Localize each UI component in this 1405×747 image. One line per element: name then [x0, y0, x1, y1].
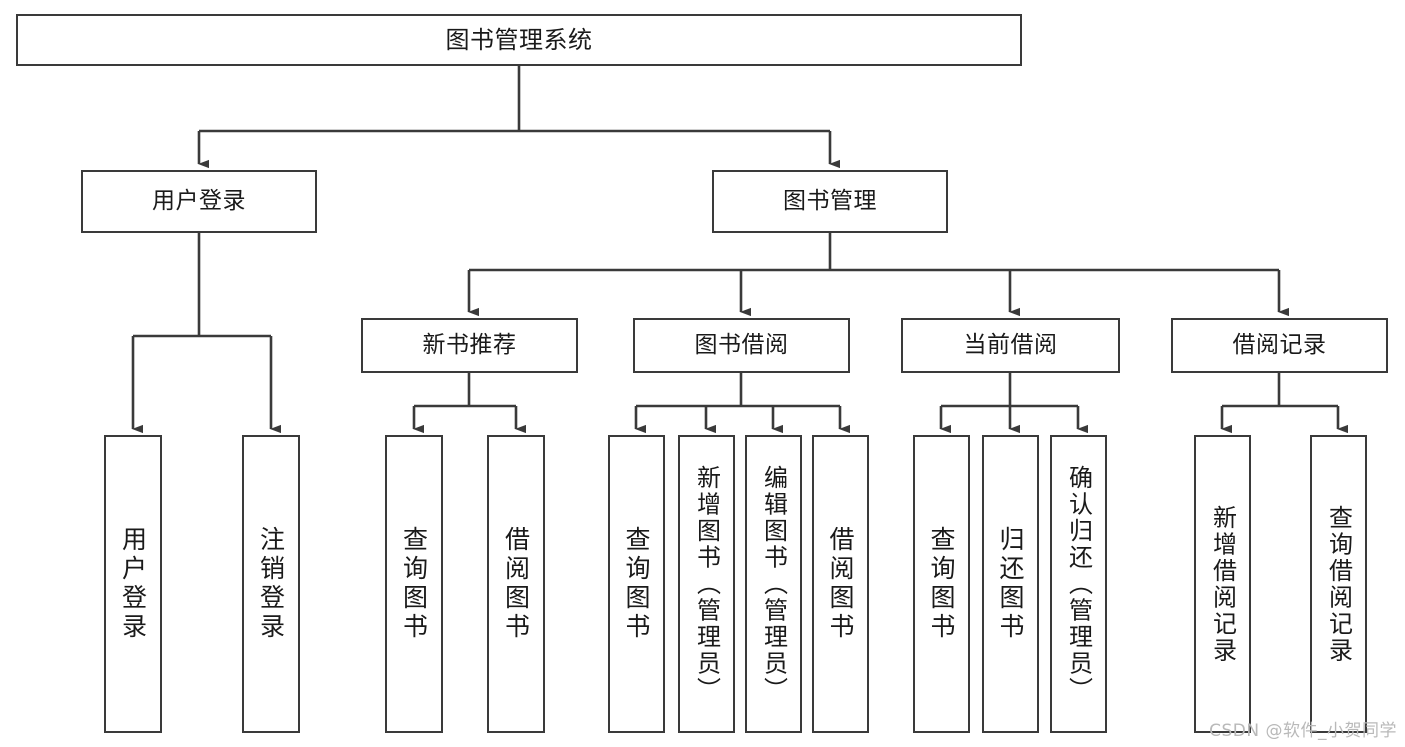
- node-leaf-return-book-label: 归还图书: [996, 526, 1025, 642]
- node-leaf-borrow-book-1-label: 借阅图书: [501, 526, 531, 642]
- node-leaf-confirm-return-label: 确认归还（管理员）: [1064, 464, 1093, 704]
- csdn-watermark: CSDN @软件_小贺同学: [1209, 721, 1397, 741]
- node-leaf-borrow-book-1[interactable]: 借阅图书: [487, 435, 545, 733]
- node-leaf-query-book-1[interactable]: 查询图书: [385, 435, 443, 733]
- node-leaf-borrow-book-2-label: 借阅图书: [826, 526, 855, 642]
- node-leaf-user-login[interactable]: 用户登录: [104, 435, 162, 733]
- node-leaf-add-book-label: 新增图书（管理员）: [692, 464, 721, 704]
- node-new-book-recommendation-label: 新书推荐: [422, 331, 517, 358]
- node-leaf-edit-book[interactable]: 编辑图书（管理员）: [745, 435, 802, 733]
- node-book-borrow[interactable]: 图书借阅: [633, 318, 850, 373]
- node-leaf-query-book-2-label: 查询图书: [622, 526, 651, 642]
- node-user-login[interactable]: 用户登录: [81, 170, 317, 233]
- node-book-manage[interactable]: 图书管理: [712, 170, 948, 233]
- node-leaf-logout-label: 注销登录: [256, 526, 286, 642]
- node-current-borrow[interactable]: 当前借阅: [901, 318, 1120, 373]
- node-new-book-recommendation[interactable]: 新书推荐: [361, 318, 578, 373]
- node-leaf-query-record-label: 查询借阅记录: [1324, 504, 1353, 664]
- node-leaf-return-book[interactable]: 归还图书: [982, 435, 1039, 733]
- node-leaf-edit-book-label: 编辑图书（管理员）: [759, 464, 788, 704]
- node-leaf-logout[interactable]: 注销登录: [242, 435, 300, 733]
- node-leaf-query-book-3[interactable]: 查询图书: [913, 435, 970, 733]
- node-leaf-add-record[interactable]: 新增借阅记录: [1194, 435, 1251, 733]
- node-book-borrow-label: 图书借阅: [694, 331, 789, 358]
- node-root[interactable]: 图书管理系统: [16, 14, 1022, 66]
- node-borrow-record[interactable]: 借阅记录: [1171, 318, 1388, 373]
- node-leaf-add-book[interactable]: 新增图书（管理员）: [678, 435, 735, 733]
- node-leaf-query-book-3-label: 查询图书: [927, 526, 956, 642]
- node-leaf-query-book-1-label: 查询图书: [399, 526, 429, 642]
- node-current-borrow-label: 当前借阅: [963, 331, 1058, 358]
- node-leaf-borrow-book-2[interactable]: 借阅图书: [812, 435, 869, 733]
- node-root-label: 图书管理系统: [445, 25, 593, 54]
- node-leaf-query-record[interactable]: 查询借阅记录: [1310, 435, 1367, 733]
- node-borrow-record-label: 借阅记录: [1232, 331, 1327, 358]
- node-leaf-confirm-return[interactable]: 确认归还（管理员）: [1050, 435, 1107, 733]
- node-leaf-add-record-label: 新增借阅记录: [1208, 504, 1237, 664]
- node-book-manage-label: 图书管理: [783, 187, 877, 214]
- node-leaf-user-login-label: 用户登录: [118, 526, 148, 642]
- node-user-login-label: 用户登录: [152, 187, 246, 214]
- node-leaf-query-book-2[interactable]: 查询图书: [608, 435, 665, 733]
